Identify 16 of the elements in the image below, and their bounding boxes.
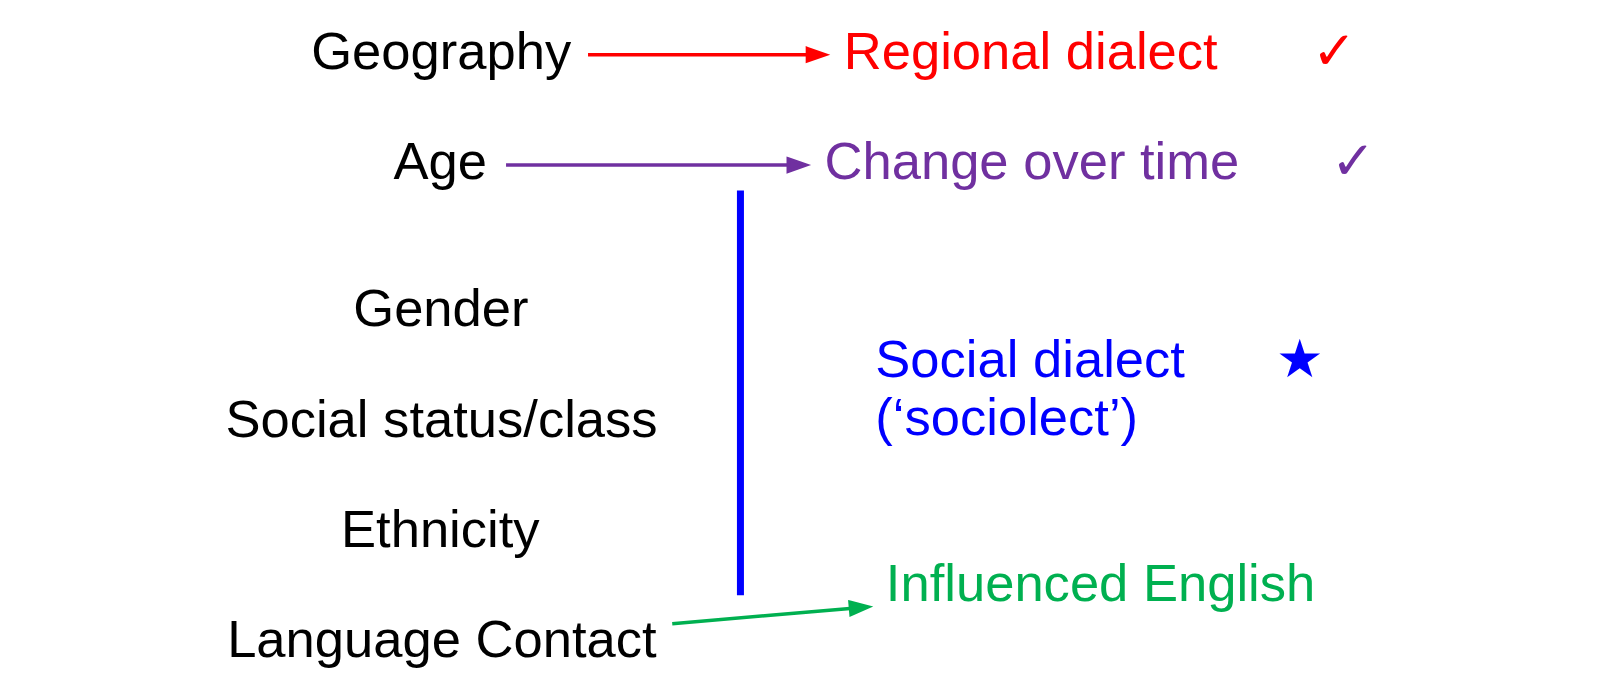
node-text: Social dialect (‘sociolect’): [874, 329, 1185, 446]
node-text: Ethnicity: [340, 498, 540, 558]
arrow: [505, 156, 811, 174]
node-text: Gender: [352, 278, 529, 338]
node-label: ★: [1276, 329, 1324, 389]
node-text: Social status/class: [224, 388, 658, 448]
node-text: Geography: [310, 20, 571, 80]
node-text: Age: [393, 131, 487, 191]
node-label: ✓: [1330, 131, 1375, 191]
node-text: Change over time: [824, 131, 1239, 191]
arrow: [671, 600, 873, 626]
node-text: Regional dialect: [843, 20, 1218, 80]
node-label: ✓: [1311, 20, 1356, 80]
arrow: [587, 46, 830, 64]
node-text: Language Contact: [226, 609, 657, 669]
node-text: Influenced English: [885, 553, 1315, 613]
